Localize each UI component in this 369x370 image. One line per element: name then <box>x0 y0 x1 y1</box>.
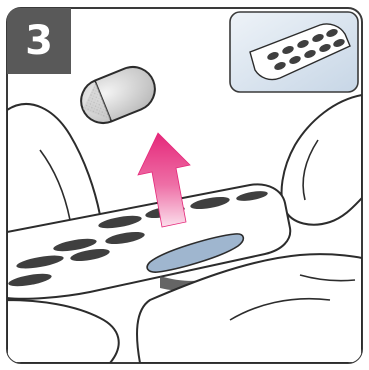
step-number-badge: 3 <box>7 8 71 74</box>
step-number: 3 <box>25 21 53 61</box>
blister-pack-thumbnail <box>230 12 358 92</box>
